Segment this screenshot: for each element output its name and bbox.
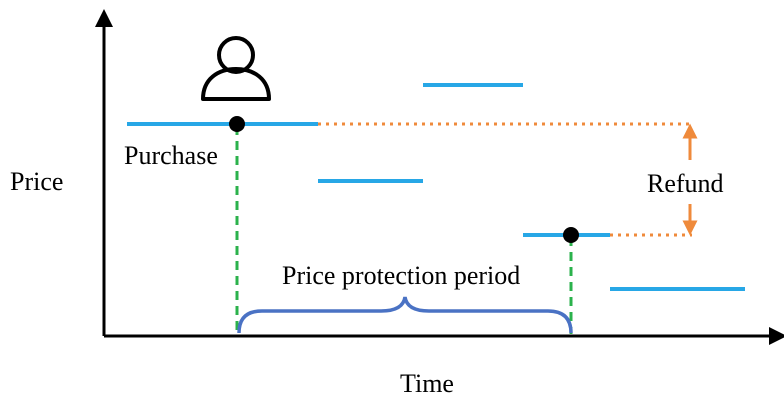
refund-label: Refund — [647, 169, 724, 198]
person-icon — [201, 36, 271, 101]
purchase-label: Purchase — [124, 141, 218, 170]
purchase-point — [229, 116, 245, 132]
claim-point — [563, 227, 579, 243]
x-axis-label: Time — [400, 369, 454, 398]
period-brace — [237, 296, 573, 334]
y-axis-label: Price — [10, 167, 63, 196]
period-label: Price protection period — [282, 261, 520, 290]
